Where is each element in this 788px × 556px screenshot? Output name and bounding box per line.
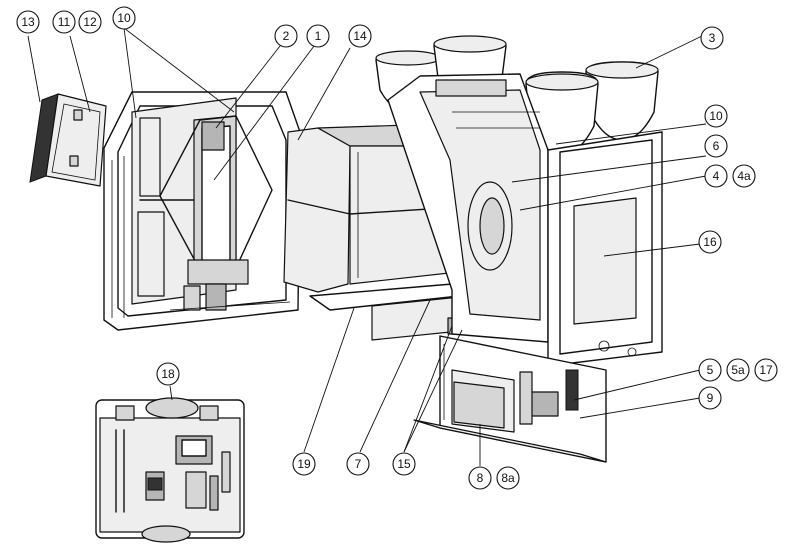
svg-text:8a: 8a: [501, 471, 515, 485]
callout-8: 8: [468, 466, 492, 490]
svg-text:4a: 4a: [737, 169, 751, 183]
right-housing: [387, 73, 663, 367]
svg-text:8: 8: [477, 471, 484, 485]
callout-7: 7: [346, 452, 370, 476]
callout-18: 18: [156, 362, 180, 386]
svg-text:15: 15: [397, 457, 411, 471]
callout-11: 11: [52, 10, 76, 34]
callout-15: 15: [392, 452, 416, 476]
svg-text:5a: 5a: [731, 363, 745, 377]
electrical-box: [413, 335, 607, 463]
callout-19: 19: [292, 452, 316, 476]
service-case: [95, 397, 245, 543]
svg-text:19: 19: [297, 457, 311, 471]
callout-12: 12: [78, 10, 102, 34]
callout-4a: 4a: [732, 164, 756, 188]
svg-text:4: 4: [713, 169, 720, 183]
svg-text:3: 3: [709, 31, 716, 45]
svg-text:11: 11: [58, 15, 71, 29]
svg-text:1: 1: [315, 29, 322, 43]
callout-6: 6: [704, 134, 728, 158]
svg-text:17: 17: [759, 363, 773, 377]
svg-text:13: 13: [21, 15, 35, 29]
callout-10-left: 10: [112, 6, 136, 30]
svg-text:10: 10: [709, 109, 723, 123]
svg-text:7: 7: [355, 457, 362, 471]
callout-2: 2: [274, 24, 298, 48]
callout-16: 16: [698, 230, 722, 254]
callout-8a: 8a: [496, 466, 520, 490]
callout-9: 9: [698, 386, 722, 410]
callout-5: 5: [698, 358, 722, 382]
svg-text:14: 14: [353, 29, 367, 43]
svg-text:9: 9: [707, 391, 714, 405]
callout-17: 17: [754, 358, 778, 382]
leader-lines: [27, 27, 707, 466]
filter-assembly: [159, 115, 291, 311]
callout-4: 4: [704, 164, 728, 188]
svg-text:10: 10: [117, 11, 131, 25]
callout-3: 3: [700, 26, 724, 50]
svg-text:16: 16: [703, 235, 717, 249]
svg-text:18: 18: [161, 367, 175, 381]
callout-10-right: 10: [704, 104, 728, 128]
svg-text:6: 6: [713, 139, 720, 153]
callout-14: 14: [348, 24, 372, 48]
svg-text:12: 12: [83, 15, 97, 29]
svg-text:2: 2: [283, 29, 290, 43]
svg-text:5: 5: [707, 363, 714, 377]
callout-13: 13: [16, 10, 40, 34]
front-door-panel: [29, 93, 107, 187]
callout-1: 1: [306, 24, 330, 48]
callout-5a: 5a: [726, 358, 750, 382]
